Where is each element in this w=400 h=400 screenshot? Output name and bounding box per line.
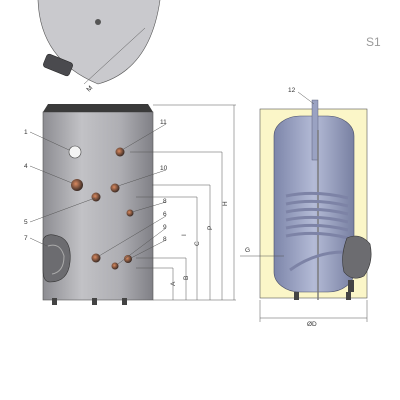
callout-9: 9: [163, 224, 167, 231]
dim-label-a: A: [170, 281, 177, 286]
callout-8-upper: 8: [163, 198, 167, 205]
callout-4: 4: [24, 163, 28, 170]
dim-label-g: G: [245, 247, 250, 254]
callout-8-lower: 8: [163, 236, 167, 243]
section-dims: [240, 91, 368, 322]
callout-5: 5: [24, 219, 28, 226]
callout-11: 11: [160, 119, 167, 126]
dimension-lines: [130, 104, 236, 301]
callout-6: 6: [163, 211, 167, 218]
dim-label-h: H: [222, 201, 229, 206]
heating-coil: [285, 191, 349, 272]
callout-1: 1: [24, 129, 28, 136]
front-leaders: [29, 123, 167, 265]
front-view: [42, 104, 154, 305]
page-label: S1: [366, 35, 381, 49]
dim-label-p: P: [207, 226, 214, 230]
dim-label-b: B: [183, 276, 190, 280]
dim-label-i: I: [181, 234, 188, 236]
dim-label-m: M: [85, 85, 94, 94]
top-view: [37, 0, 161, 85]
dim-label-diameter: ØD: [307, 321, 317, 328]
section-view: [259, 99, 372, 300]
callout-7: 7: [24, 235, 28, 242]
dim-label-c: C: [194, 241, 201, 246]
callout-10: 10: [160, 165, 168, 172]
callout-12: 12: [288, 87, 296, 94]
